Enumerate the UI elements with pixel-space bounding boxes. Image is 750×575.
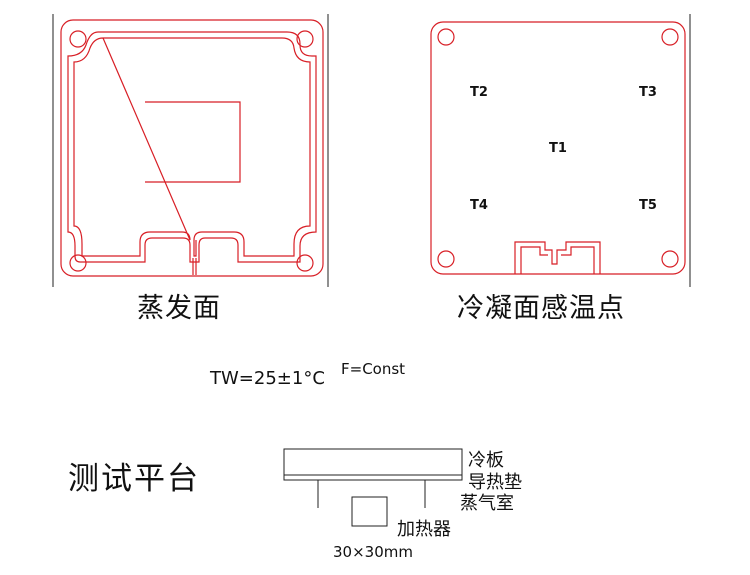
condensation-plate bbox=[430, 14, 691, 287]
temp-point-t3: T3 bbox=[639, 85, 657, 100]
test-rig-title: 测试平台 bbox=[68, 461, 200, 497]
test-rig-schematic bbox=[283, 448, 463, 527]
temp-point-t2: T2 bbox=[470, 85, 488, 100]
vapor-chamber-label: 蒸气室 bbox=[460, 493, 514, 514]
mounting-hole-bl bbox=[69, 254, 87, 272]
mounting-hole-tl bbox=[437, 28, 455, 46]
thermal-pad-label: 导热垫 bbox=[468, 472, 522, 493]
temp-point-t5: T5 bbox=[639, 198, 657, 213]
mounting-hole-br bbox=[296, 254, 314, 272]
thermal-pad bbox=[283, 474, 463, 481]
flow-condition: F=Const bbox=[341, 360, 406, 378]
plate-inner-wall bbox=[73, 37, 311, 257]
plate-inner-channel bbox=[67, 31, 317, 263]
water-temperature-condition: TW=25±1°C bbox=[210, 368, 325, 389]
heat-source-footprint bbox=[145, 101, 241, 183]
cold-plate-label: 冷板 bbox=[468, 450, 504, 471]
fill-port-inner bbox=[520, 246, 595, 274]
mounting-hole-tl bbox=[69, 30, 87, 48]
temp-point-t1: T1 bbox=[549, 141, 567, 156]
temp-point-t4: T4 bbox=[470, 198, 488, 213]
evaporation-plate bbox=[52, 14, 329, 287]
condensation-points-caption: 冷凝面感温点 bbox=[457, 293, 625, 324]
plate-outline bbox=[60, 19, 324, 277]
mounting-hole-bl bbox=[437, 250, 455, 268]
mounting-hole-tr bbox=[296, 30, 314, 48]
evaporation-surface-caption: 蒸发面 bbox=[137, 293, 221, 324]
plate-outline bbox=[430, 21, 686, 275]
heater-label: 加热器 bbox=[397, 519, 451, 540]
heater-block bbox=[351, 496, 388, 527]
cold-plate bbox=[283, 448, 463, 476]
heater-size-label: 30×30mm bbox=[333, 543, 413, 561]
mounting-hole-tr bbox=[661, 28, 679, 46]
fill-port-notch bbox=[514, 241, 601, 274]
mounting-hole-br bbox=[661, 250, 679, 268]
